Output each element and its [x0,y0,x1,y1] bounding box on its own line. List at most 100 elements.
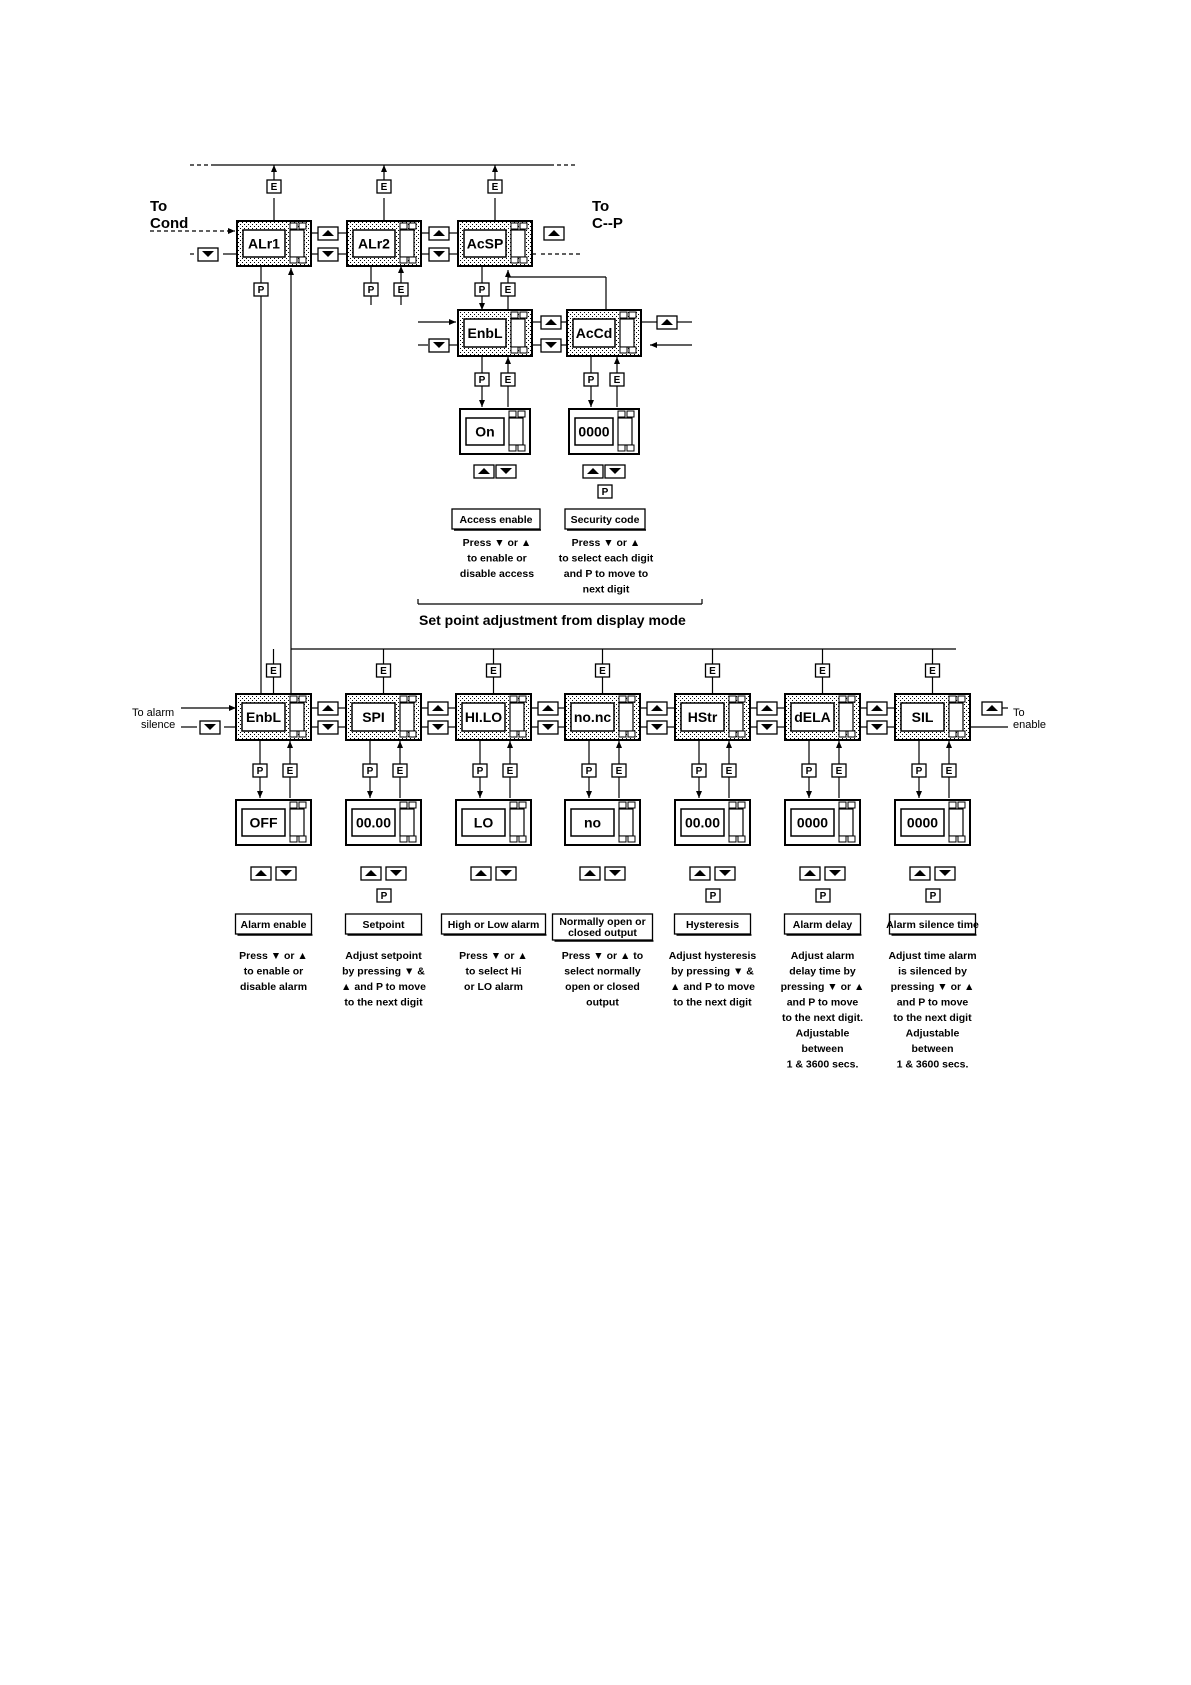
alarm-title-box: Hysteresis [673,913,752,936]
key-box [815,888,831,903]
alarm-title-box: Alarm delay [783,913,862,936]
display-led [408,256,417,264]
display-side-panel [948,808,964,837]
display-led [298,801,307,809]
e-key: E [265,663,282,678]
to-cond-label-line1: To [150,198,167,215]
display-led [289,835,298,843]
value-display: 0000 [568,408,640,455]
description-line: Press ▼ or ▲ to [562,950,643,962]
down-arrow-button [427,720,449,735]
display-side-panel [728,702,744,732]
triangle-down-icon [322,251,334,257]
triangle-down-icon [322,724,334,730]
p-key: P [474,282,490,297]
title-text: Alarm enable [241,919,307,931]
up-arrow-button [981,701,1003,716]
p-key: P [363,282,379,297]
triangle-up-icon [661,319,673,325]
triangle-up-icon [433,230,445,236]
display-led [617,444,626,452]
triangle-up-icon [804,870,816,876]
triangle-up-icon [542,705,554,711]
menu-display-access-enbl: EnbL [457,309,533,357]
display-led [517,444,526,452]
description-line: by pressing ▼ & [671,966,754,978]
e-key: E [831,763,847,778]
down-arrow-button [824,866,846,881]
display-led [510,256,519,264]
key-label: E [271,182,278,193]
key-label: E [380,666,387,677]
display-led [399,801,408,809]
display-led [399,730,408,738]
display-led [408,801,417,809]
display-window [790,808,835,837]
display-led [519,222,528,230]
to-cond-label-line2: Cond [150,215,188,232]
triangle-down-icon [871,724,883,730]
description-line: or LO alarm [464,981,523,993]
p-key: P [252,763,268,778]
display-side-panel [509,808,525,837]
up-arrow-button [909,866,931,881]
display-side-panel [618,702,634,732]
display-side-panel [289,702,305,732]
display-led [408,835,417,843]
display-window [570,808,615,837]
e-key: E [487,179,503,194]
p-key: P [472,763,488,778]
display-led [509,835,518,843]
key-label: E [505,375,512,386]
key-label: E [929,666,936,677]
key-label: E [381,182,388,193]
e-key: E [924,663,941,678]
key-label: P [820,891,827,902]
display-led [619,311,628,319]
description-line: to enable or [244,966,304,978]
down-arrow-button [495,464,517,479]
display-side-panel [948,702,964,732]
up-arrow-button [317,701,339,716]
display-led [948,801,957,809]
description-line: delay time by [789,966,856,978]
display-window [241,808,286,837]
key-label: P [367,766,374,777]
e-key: E [266,179,282,194]
up-arrow-button [473,464,495,479]
e-key: E [814,663,831,678]
description-line: to select Hi [465,966,521,978]
display-led [618,695,627,703]
description-line: and P to move to [564,568,648,580]
key-box [924,663,941,678]
triangle-down-icon [939,870,951,876]
display-side-panel [838,702,854,732]
triangle-up-icon [322,230,334,236]
triangle-up-icon [322,705,334,711]
display-led [298,222,307,230]
e-key: E [392,763,408,778]
key-label: E [726,766,733,777]
display-led [518,730,527,738]
alarm-menu-display-5: dELA [784,693,861,741]
display-led [737,801,746,809]
display-text: 0000 [797,815,828,831]
display-led [518,801,527,809]
alarm-title-box: Alarm enable [234,913,313,936]
description-line: Adjustable [796,1028,850,1040]
title-box [564,508,646,530]
up-arrow-button [250,866,272,881]
display-side-panel [728,808,744,837]
e-key: E [393,282,409,297]
triangle-up-icon [365,870,377,876]
e-key: E [594,663,611,678]
display-led [847,695,856,703]
triangle-up-icon [545,319,557,325]
description-line: Adjust setpoint [345,950,422,962]
triangle-up-icon [587,468,599,474]
key-box [376,888,392,903]
alarm-title-box: High or Low alarm [440,913,547,936]
display-window [900,702,945,732]
